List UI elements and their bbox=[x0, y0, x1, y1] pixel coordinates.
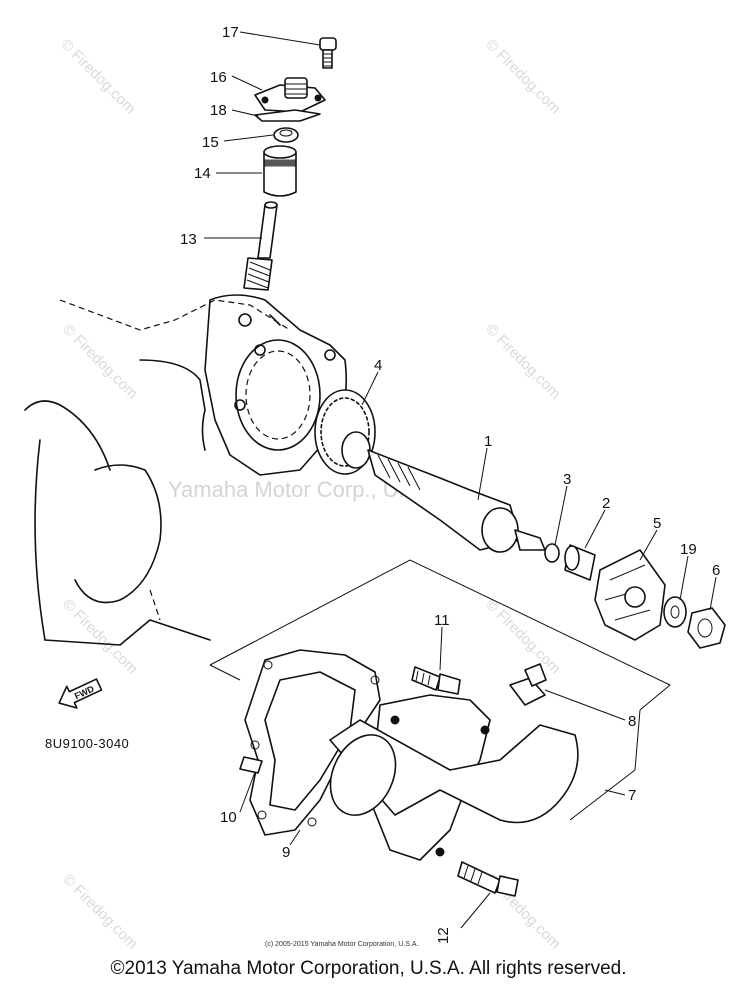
pump-cover-box bbox=[209, 559, 671, 821]
part-1-impeller-shaft bbox=[367, 449, 546, 553]
watermark-7: © Firedog.com bbox=[59, 871, 141, 953]
copyright-footer: ©2013 Yamaha Motor Corporation, U.S.A. A… bbox=[110, 958, 627, 979]
part-14-bushing bbox=[263, 145, 297, 197]
part-3-o-ring bbox=[544, 543, 560, 563]
part-13-gear-shaft bbox=[243, 201, 278, 291]
part-8-fitting bbox=[509, 663, 547, 706]
fwd-arrow: FWD bbox=[58, 678, 103, 709]
part-19-washer bbox=[663, 596, 687, 628]
callout-15: 15 bbox=[202, 134, 219, 151]
part-4-gear bbox=[314, 389, 376, 475]
callout-labels: 17 16 18 15 14 13 4 1 3 2 5 19 6 11 8 7 … bbox=[180, 24, 720, 944]
watermarks: © Firedog.com © Firedog.com © Firedog.co… bbox=[57, 36, 564, 953]
part-11-bolt bbox=[411, 666, 461, 695]
part-18-gasket bbox=[254, 109, 321, 122]
callout-8: 8 bbox=[628, 713, 636, 730]
part-6-nut bbox=[687, 607, 726, 649]
callout-3: 3 bbox=[563, 471, 571, 488]
leader-lines bbox=[204, 31, 717, 929]
callout-12: 12 bbox=[435, 927, 452, 944]
callout-2: 2 bbox=[602, 495, 610, 512]
callout-13: 13 bbox=[180, 231, 197, 248]
callout-18: 18 bbox=[210, 102, 227, 119]
part-number: 8U9100-3040 bbox=[45, 736, 129, 751]
callout-11: 11 bbox=[434, 612, 450, 629]
part-7-pipe bbox=[329, 719, 579, 824]
callout-5: 5 bbox=[653, 515, 661, 532]
part-12-bolt bbox=[457, 861, 519, 897]
callout-16: 16 bbox=[210, 69, 227, 86]
callout-14: 14 bbox=[194, 165, 211, 182]
part-17-bolt bbox=[319, 37, 337, 69]
part-16-housing bbox=[254, 77, 326, 113]
watermark-3: © Firedog.com bbox=[59, 321, 141, 403]
watermark-5: © Firedog.com bbox=[59, 596, 141, 678]
small-copyright: (c) 2005-2015 Yamaha Motor Corporation, … bbox=[265, 941, 418, 948]
callout-10: 10 bbox=[220, 809, 237, 826]
callout-9: 9 bbox=[282, 844, 290, 861]
part-2-bushing bbox=[564, 544, 596, 581]
watermark-4: © Firedog.com bbox=[482, 321, 564, 403]
callout-1: 1 bbox=[484, 433, 492, 450]
callout-6: 6 bbox=[712, 562, 720, 579]
watermark-1: © Firedog.com bbox=[57, 36, 139, 118]
watermark-2: © Firedog.com bbox=[482, 36, 564, 118]
watermark-6: © Firedog.com bbox=[482, 596, 564, 678]
part-5-impeller bbox=[594, 549, 666, 641]
callout-4: 4 bbox=[374, 357, 382, 374]
engine-case bbox=[24, 294, 348, 646]
callout-17: 17 bbox=[222, 24, 239, 41]
part-15-seal bbox=[273, 127, 299, 143]
part-10-dowel-pin bbox=[239, 756, 263, 774]
callout-19: 19 bbox=[680, 541, 697, 558]
callout-7: 7 bbox=[628, 787, 636, 804]
